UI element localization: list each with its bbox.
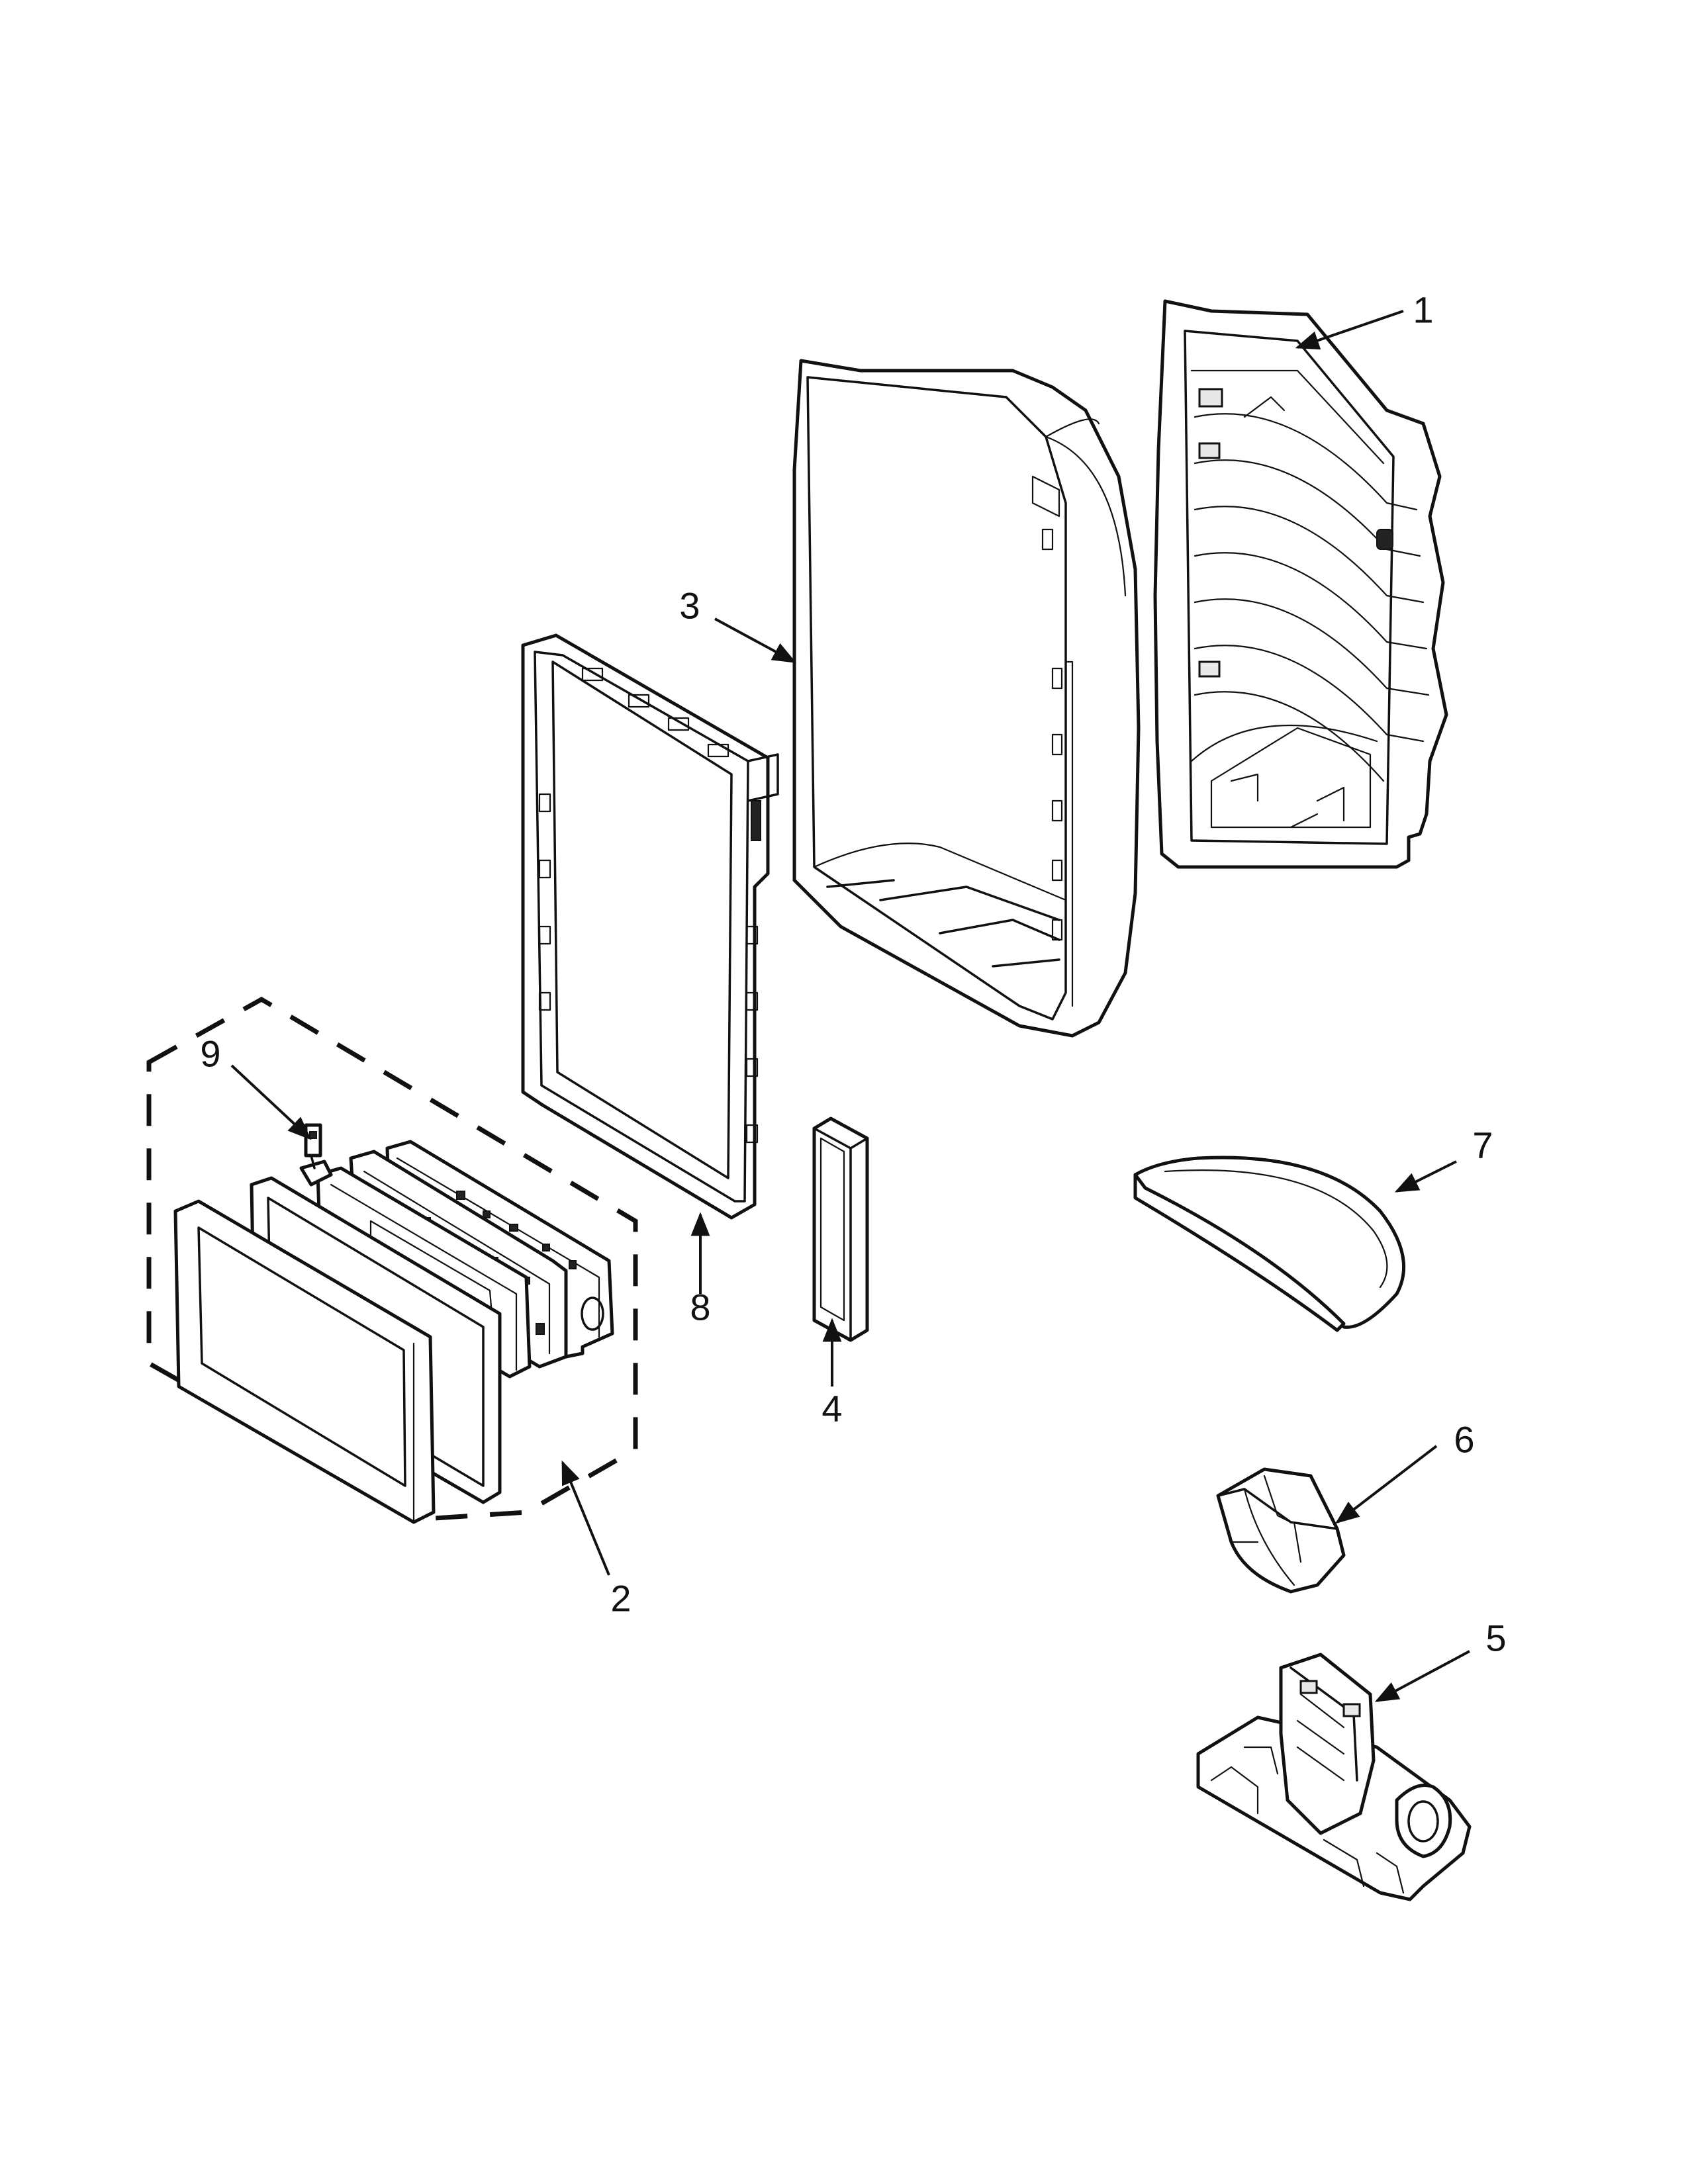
callout-5: 5 [1485,1617,1506,1659]
callout-7: 7 [1472,1124,1493,1166]
leader-3 [714,617,797,663]
part-2-control-panel [173,1140,614,1524]
leader-9 [230,1064,312,1140]
callout-6: 6 [1454,1419,1474,1461]
part-3-chute [792,359,1141,1038]
leader-6 [1335,1445,1438,1524]
callout-labels: 1 2 3 4 5 6 7 8 9 [200,289,1506,1659]
part-6-cup [1216,1467,1346,1594]
callout-4: 4 [821,1388,842,1430]
callout-9: 9 [200,1033,220,1075]
leader-1 [1295,310,1404,350]
leader-2 [561,1460,610,1576]
callout-2: 2 [610,1578,631,1619]
callout-3: 3 [679,585,700,627]
callout-8: 8 [690,1287,710,1328]
leader-5 [1374,1650,1470,1702]
part-5-mechanism [1196,1653,1472,1901]
callout-1: 1 [1413,289,1433,331]
leader-7 [1394,1160,1457,1193]
part-1-rear-housing [1153,299,1448,869]
part-7-tray [1133,1156,1406,1332]
part-4-pad [812,1116,869,1342]
part-8-front-frame [521,633,779,1220]
leader-lines [230,310,1470,1702]
